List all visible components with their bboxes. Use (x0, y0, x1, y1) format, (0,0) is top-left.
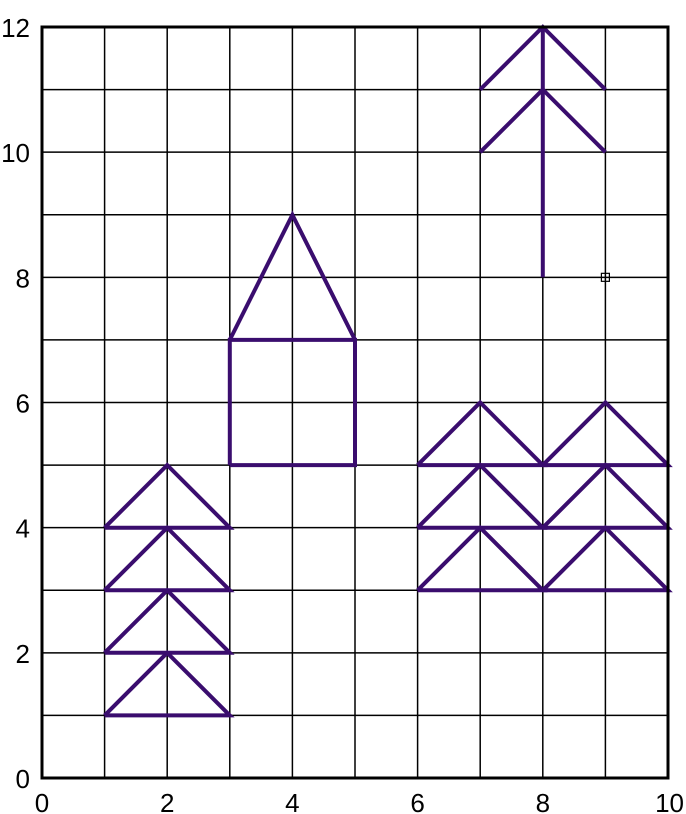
x-axis-ticks: 0 2 4 6 8 10 (35, 788, 684, 814)
x-tick-label: 0 (35, 788, 49, 814)
x-tick-label: 10 (655, 788, 684, 814)
plot-frame (40, 25, 670, 780)
markers (600, 272, 611, 282)
left-tree-segment (103, 524, 235, 593)
y-tick-label: 4 (16, 514, 30, 544)
y-tick-label: 10 (1, 138, 30, 168)
right-trees-segment (541, 462, 673, 530)
y-tick-label: 12 (1, 13, 30, 43)
right-trees-segment (416, 462, 548, 530)
left-tree-segment (103, 587, 235, 655)
shapes (103, 24, 673, 718)
right-trees-segment (416, 524, 548, 593)
point-marker (600, 272, 611, 282)
right-trees-segment (541, 399, 673, 468)
right-trees-segment (416, 399, 548, 468)
y-tick-label: 2 (16, 639, 30, 669)
right-trees-segment (541, 524, 673, 593)
x-tick-label: 8 (536, 788, 550, 814)
y-tick-label: 6 (16, 389, 30, 419)
x-tick-label: 2 (160, 788, 174, 814)
x-tick-label: 4 (285, 788, 299, 814)
y-tick-label: 8 (16, 263, 30, 293)
x-tick-label: 6 (410, 788, 424, 814)
left-tree-segment (103, 462, 235, 530)
y-tick-label: 0 (16, 764, 30, 794)
left-tree-segment (103, 649, 235, 718)
arrow-segment (478, 86, 607, 154)
y-axis-ticks: 0 2 4 6 8 10 12 (1, 13, 30, 794)
house-segment (228, 210, 357, 341)
